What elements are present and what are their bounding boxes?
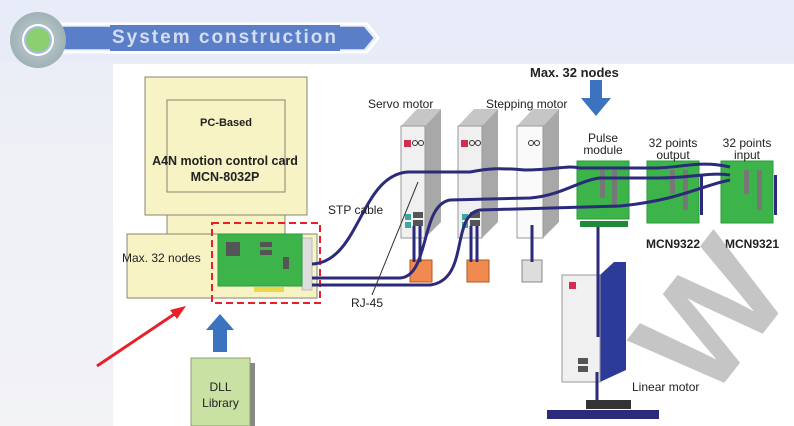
servo-motor-label: Servo motor [368, 97, 434, 111]
stp-cable-3 [312, 178, 731, 287]
input-module-label-1: 32 points [722, 136, 772, 150]
banner-bullet-icon [26, 28, 50, 52]
stp-cable-2 [312, 172, 731, 280]
motion-card-bracket [301, 237, 313, 291]
section-title: System construction [110, 25, 340, 51]
input-module-model: MCN9321 [725, 237, 780, 251]
linear-motor-rail [547, 410, 659, 419]
input-module-label-2: input [733, 148, 761, 162]
card-name-label: A4N motion control card [152, 154, 298, 168]
linear-drive [561, 274, 601, 383]
rj45-leader-line [371, 181, 419, 296]
card-chip-4 [283, 257, 289, 269]
card-model-label: MCN-8032P [190, 170, 260, 184]
motion-card [217, 233, 303, 287]
max-nodes-down-arrow [581, 80, 611, 116]
stp-cable-1 [311, 162, 731, 266]
linear-motor-label: Linear motor [632, 380, 700, 394]
rj45-label: RJ-45 [351, 296, 384, 310]
pc-based-label: PC-Based [200, 117, 252, 129]
output-module-label-1: 32 points [648, 136, 698, 150]
pulse-module-label-2: module [583, 143, 623, 157]
max-nodes-label: Max. 32 nodes [530, 65, 619, 80]
card-chip-3 [260, 250, 272, 255]
output-module-model: MCN9322 [646, 237, 701, 251]
section-banner: System construction [30, 22, 402, 56]
card-chip-2 [260, 242, 272, 247]
card-edge-contacts [254, 287, 284, 292]
dll-up-arrow [206, 314, 234, 352]
dll-document-icon [190, 357, 251, 426]
card-chip [226, 242, 240, 256]
dll-label-line2: Library [202, 396, 239, 410]
stp-cable-label: STP cable [328, 203, 384, 217]
pc-neck [166, 214, 286, 236]
linear-motor-slider [586, 400, 631, 409]
red-pointer-arrow [96, 311, 177, 368]
stepping-motor-label: Stepping motor [486, 97, 568, 111]
stepping-motor [521, 259, 543, 283]
output-module-label-2: output [656, 148, 690, 162]
pc-nodes-label: Max. 32 nodes [122, 251, 201, 265]
pc-inner-panel [166, 99, 286, 193]
red-arrow-head [170, 306, 186, 319]
servo-drive-1-top [401, 109, 441, 126]
servo-motor-2 [466, 259, 490, 283]
dll-label-line1: DLL [209, 380, 232, 394]
pulse-module-label-1: Pulse [587, 131, 619, 145]
